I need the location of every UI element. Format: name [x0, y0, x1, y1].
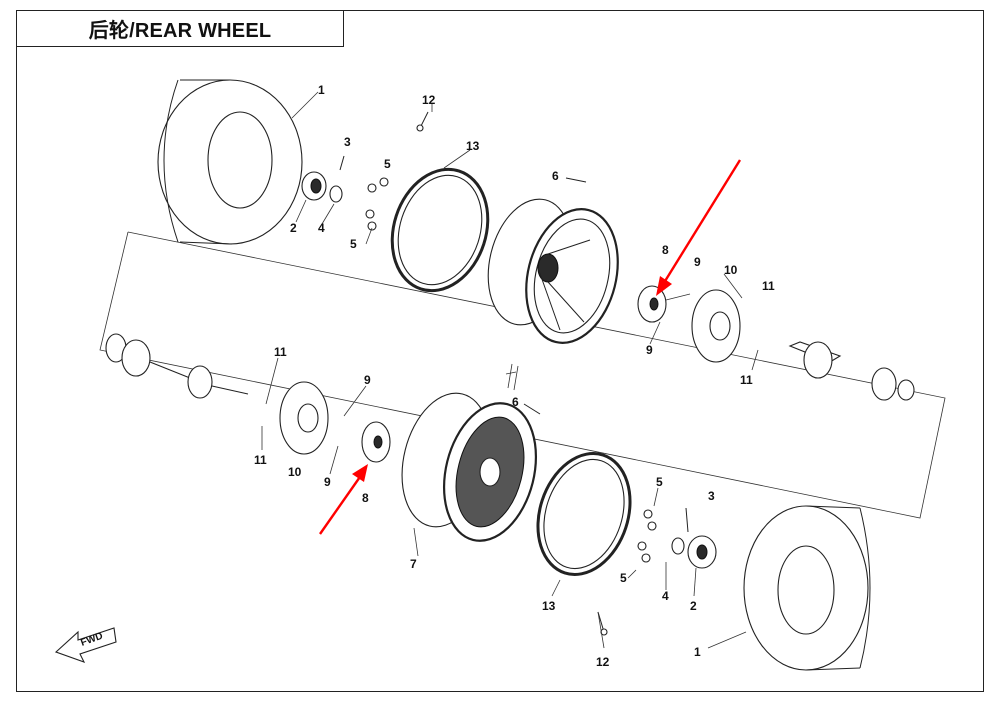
callout-disc-left: 10: [288, 465, 302, 479]
highlight-arrow-left: [319, 473, 363, 535]
fwd-arrow: FWD: [54, 627, 117, 663]
bolts-12: [416, 111, 608, 636]
tire-bottom: [743, 505, 871, 671]
callout-hub-top: 2: [290, 221, 297, 235]
disc-top: [691, 289, 741, 363]
highlight-arrowhead-top: [656, 276, 672, 296]
callout-nuts-bottom-b: 5: [620, 571, 627, 585]
callout-labels: 1 2 3 4 5 5 6 8 9 9 10 11 11 12 13 11 11…: [254, 83, 775, 669]
callout-hub-bottom: 2: [690, 599, 697, 613]
rim-bottom: [401, 392, 538, 542]
page-title: 后轮/REAR WHEEL: [88, 20, 272, 42]
callout-screws-left-b: 11: [254, 453, 267, 467]
hub-bottom: [637, 507, 717, 569]
callout-nuts-top-a: 5: [384, 157, 391, 171]
highlight-arrowhead-left: [352, 464, 368, 482]
hub-top: [301, 155, 345, 203]
callout-screws-top-b: 11: [740, 373, 753, 387]
disc-left: [279, 381, 329, 455]
callout-rim-bottom: 7: [410, 557, 417, 571]
callout-pin-bottom: 3: [708, 489, 715, 503]
rim-top: [487, 198, 619, 344]
callout-washer-bottom: 4: [662, 589, 669, 603]
callout-nuts-bottom-a: 5: [656, 475, 663, 489]
highlight-arrows: [319, 159, 742, 535]
callout-screws-left-a: 11: [274, 345, 287, 359]
nuts-top: [365, 177, 389, 231]
axle-left: [105, 333, 249, 399]
callout-disc-top: 10: [724, 263, 738, 277]
leader-lines: [261, 91, 759, 649]
callout-flange-left: 8: [362, 491, 369, 505]
beadlock-ring-bottom: [536, 451, 632, 577]
callout-flange-top: 8: [662, 243, 669, 257]
callout-bolts-top-b: 9: [646, 343, 653, 357]
callout-bolt-bottom: 12: [596, 655, 610, 669]
callout-pin-top: 3: [344, 135, 351, 149]
callout-bolt-top: 12: [422, 93, 436, 107]
callout-valve-top: 6: [552, 169, 559, 183]
callout-ring-top: 13: [466, 139, 480, 153]
flange-left: [361, 421, 391, 463]
highlight-arrow-top: [660, 159, 742, 287]
callout-bolts-left-b: 9: [324, 475, 331, 489]
flange-top: [637, 285, 667, 323]
callout-screws-top-a: 11: [762, 279, 775, 293]
axle-top: [788, 341, 915, 401]
callout-bolts-top-a: 9: [694, 255, 701, 269]
callout-washer-top: 4: [318, 221, 325, 235]
callout-ring-bottom: 13: [542, 599, 556, 613]
callout-bolts-left-a: 9: [364, 373, 371, 387]
callout-tire-bottom: 1: [694, 645, 701, 659]
title-box: 后轮/REAR WHEEL: [16, 10, 344, 47]
drawing-frame: [16, 10, 984, 692]
assembly-path: [99, 231, 946, 519]
beadlock-ring-top: [390, 167, 490, 293]
callout-tire-top: 1: [318, 83, 325, 97]
callout-valve-bottom: 6: [512, 395, 519, 409]
callout-nuts-top-b: 5: [350, 237, 357, 251]
tire-top: [157, 79, 303, 245]
